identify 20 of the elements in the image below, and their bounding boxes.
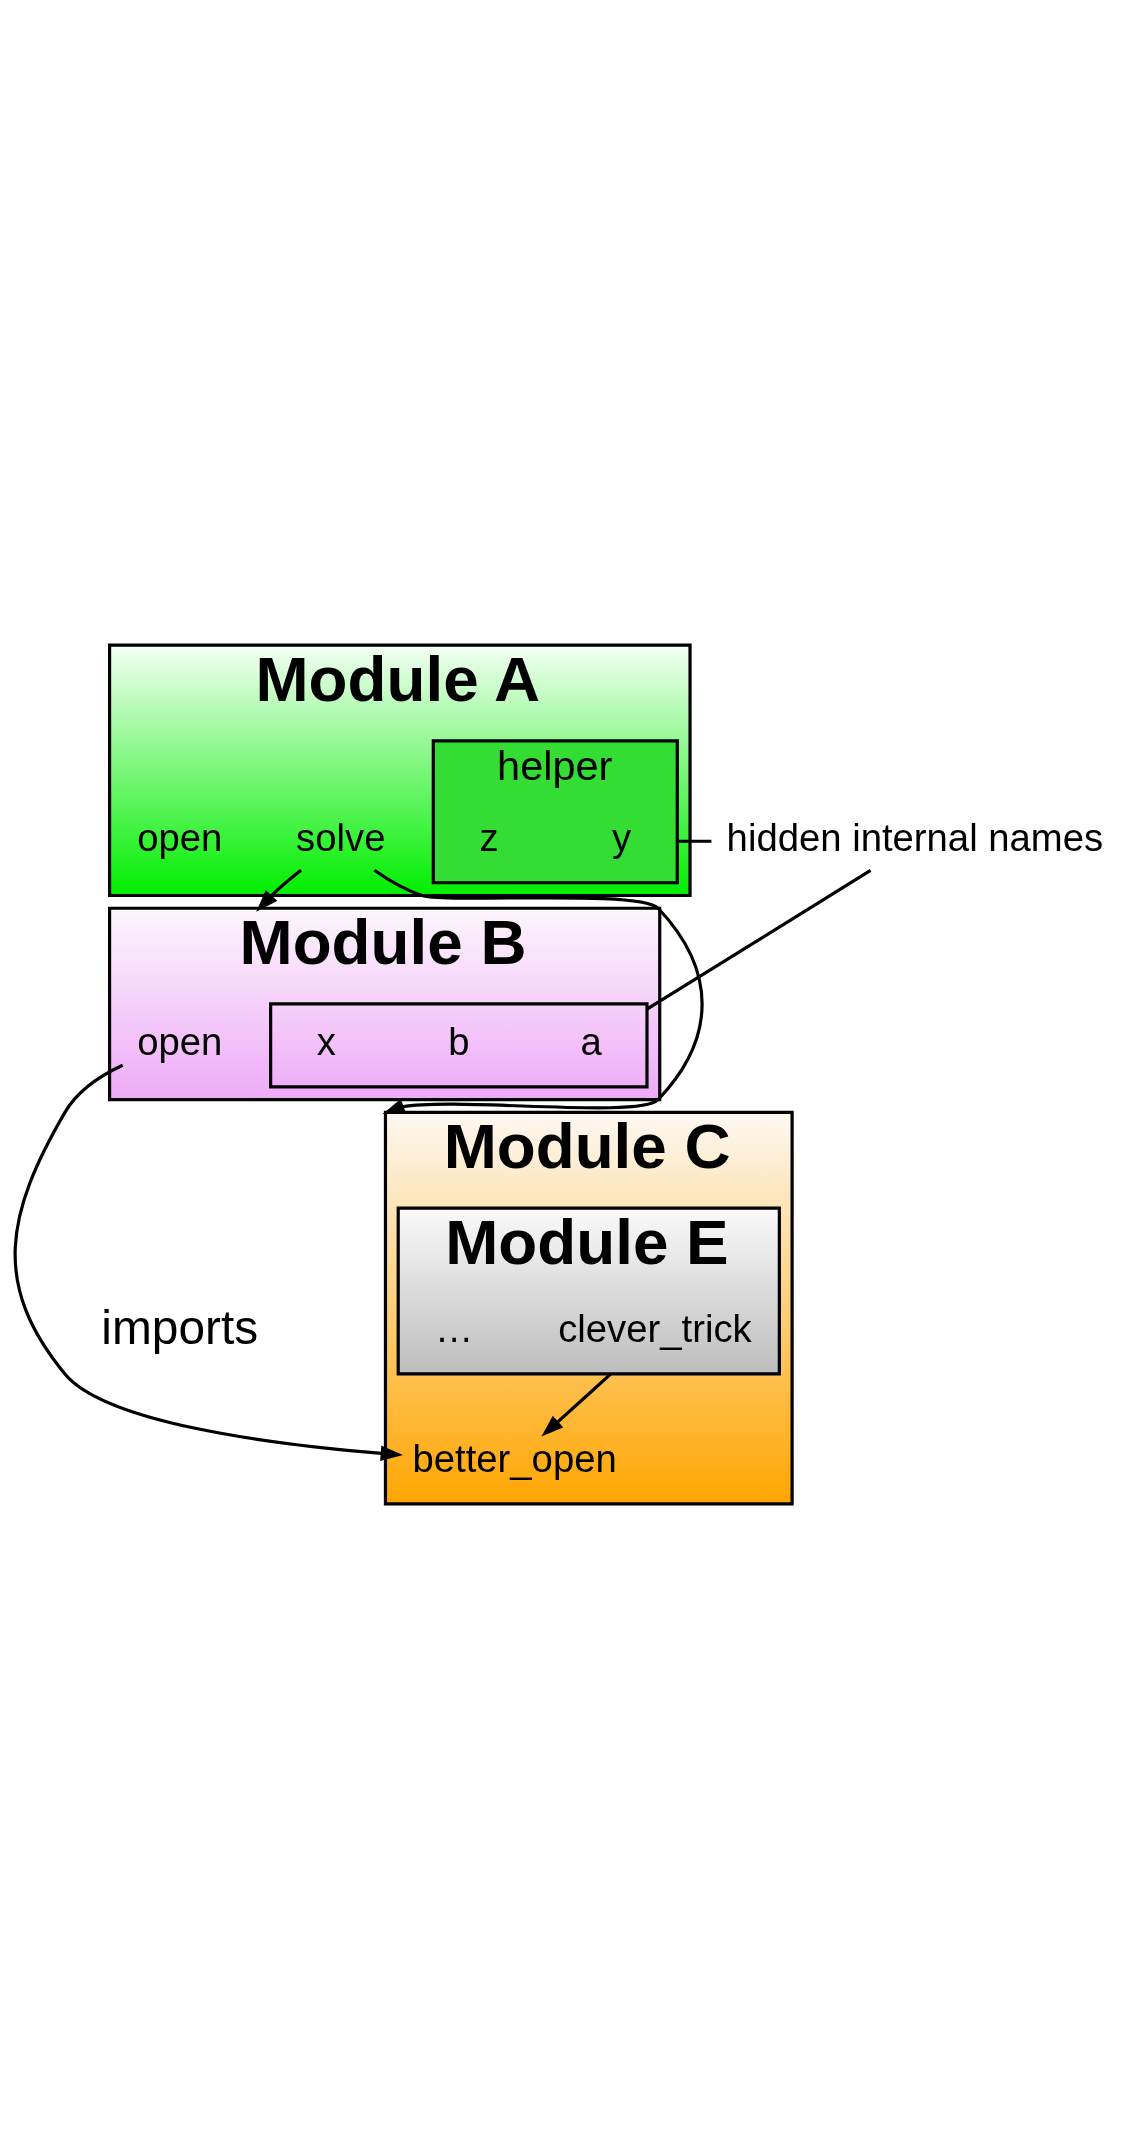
cluster: [269, 1001, 649, 1088]
node-text: open: [137, 815, 223, 859]
node-text: hidden internal names: [726, 815, 1104, 859]
arrow: [256, 868, 302, 912]
node-text: better_open: [412, 1436, 617, 1480]
node-text: a: [580, 1019, 602, 1063]
connector: [646, 868, 872, 1011]
node-text: open: [137, 1019, 223, 1063]
arrow: [373, 868, 704, 1114]
connector: [677, 839, 712, 843]
arrow: [13, 1063, 404, 1461]
node-text: x: [316, 1019, 337, 1063]
node-text: …: [434, 1306, 474, 1350]
arrow: [541, 1372, 612, 1437]
node-text: solve: [296, 815, 386, 859]
label: imports: [101, 1300, 259, 1354]
node-text: y: [611, 815, 632, 859]
node-text: b: [448, 1019, 470, 1063]
node-text: clever_trick: [558, 1306, 752, 1350]
node-text: z: [479, 815, 499, 859]
